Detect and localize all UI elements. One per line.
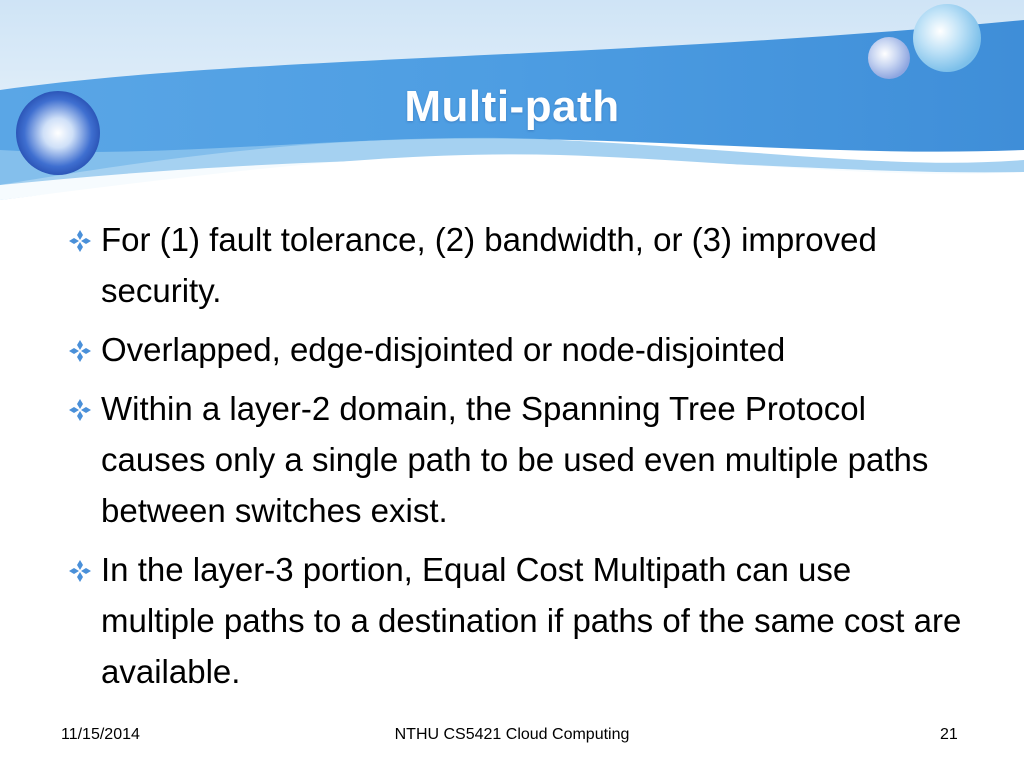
- diamond-bullet-icon: [69, 340, 91, 362]
- orb-right-graphic: [913, 4, 981, 72]
- slide-title: Multi-path: [404, 82, 620, 131]
- bullet-text: Overlapped, edge-disjointed or node-disj…: [101, 331, 786, 368]
- bullet-item: Within a layer-2 domain, the Spanning Tr…: [68, 383, 968, 536]
- diamond-bullet-icon: [69, 399, 91, 421]
- bullet-text: For (1) fault tolerance, (2) bandwidth, …: [101, 221, 877, 309]
- header-wave-graphic: [0, 0, 1024, 215]
- diamond-bullet-icon: [69, 230, 91, 252]
- bullet-text: Within a layer-2 domain, the Spanning Tr…: [101, 390, 929, 529]
- slide-header-banner: Multi-path: [0, 0, 1024, 215]
- bullet-list: For (1) fault tolerance, (2) bandwidth, …: [68, 214, 968, 705]
- orb-left-graphic: [16, 91, 100, 175]
- bullet-item: For (1) fault tolerance, (2) bandwidth, …: [68, 214, 968, 316]
- slide-number: 21: [940, 726, 958, 743]
- bullet-item: Overlapped, edge-disjointed or node-disj…: [68, 324, 968, 375]
- diamond-bullet-icon: [69, 560, 91, 582]
- bullet-text: In the layer-3 portion, Equal Cost Multi…: [101, 551, 962, 690]
- footer-date: 11/15/2014: [61, 726, 140, 743]
- bullet-item: In the layer-3 portion, Equal Cost Multi…: [68, 544, 968, 697]
- orb-small-graphic: [868, 37, 910, 79]
- footer-course-name: NTHU CS5421 Cloud Computing: [394, 726, 630, 743]
